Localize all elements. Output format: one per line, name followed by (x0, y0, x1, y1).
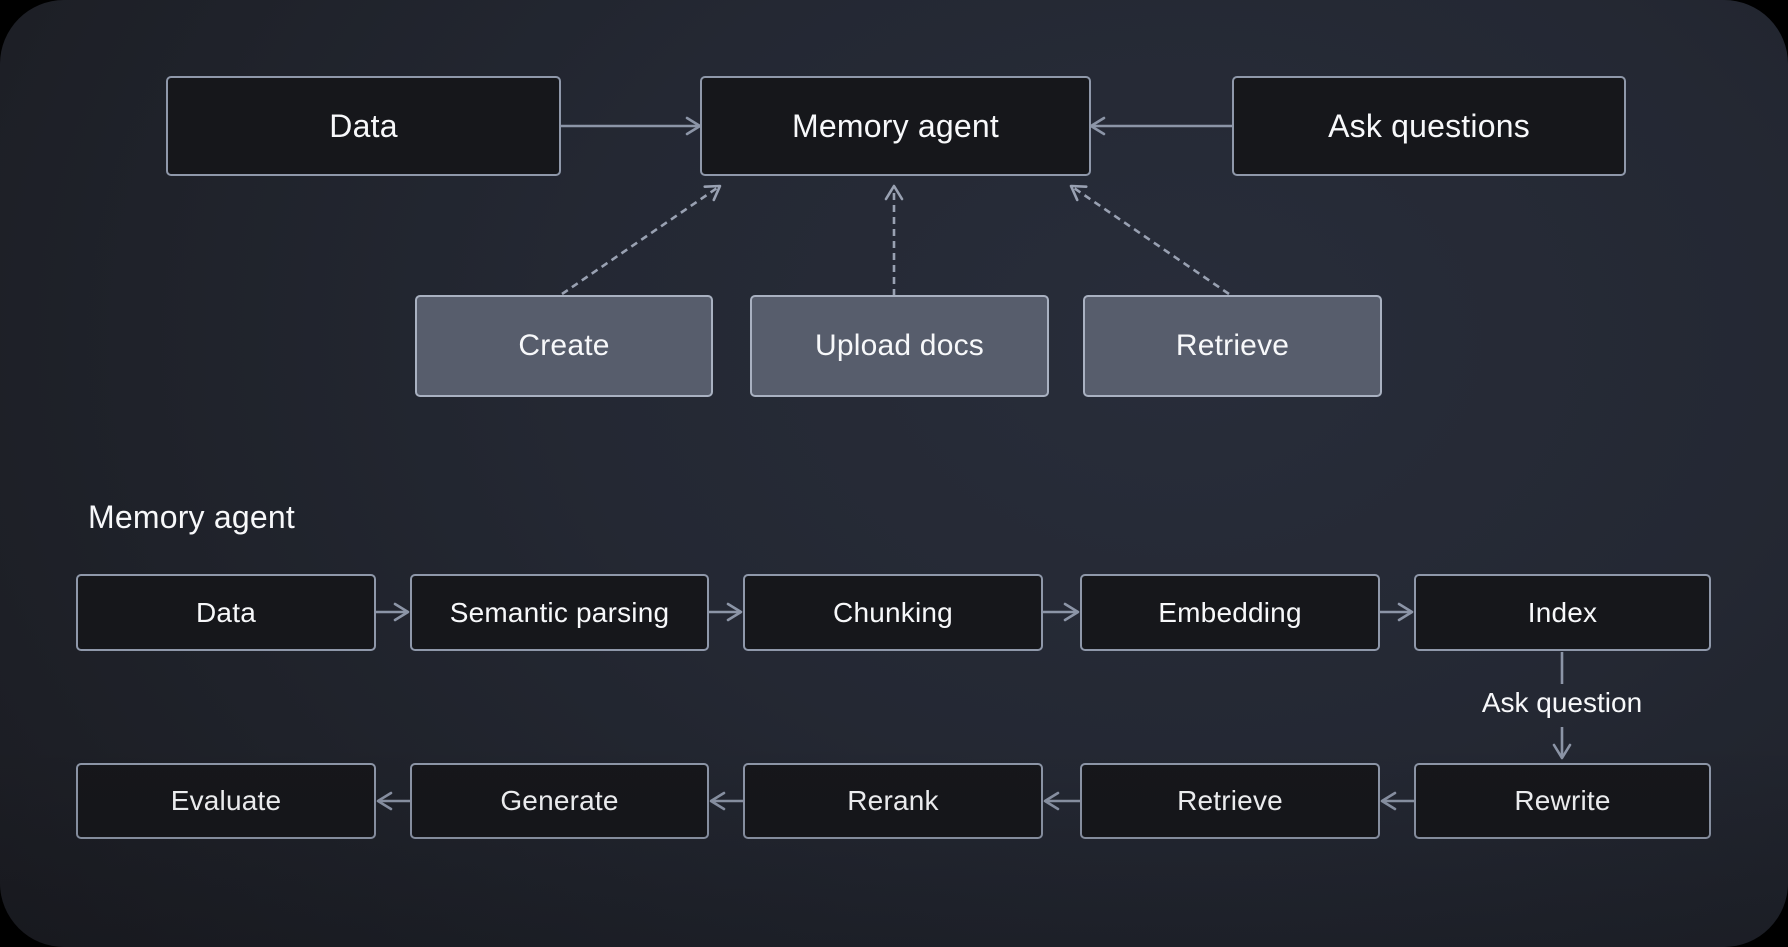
node-ask-questions: Ask questions (1232, 76, 1626, 176)
section-title-memory-agent: Memory agent (88, 499, 295, 535)
node-upload-docs-action: Upload docs (750, 295, 1049, 397)
node-pipeline-data: Data (76, 574, 376, 651)
arrow-create-to-memory-agent (561, 184, 722, 296)
node-rerank: Rerank (743, 763, 1043, 839)
node-create-action: Create (415, 295, 713, 397)
node-embedding: Embedding (1080, 574, 1380, 651)
node-memory-agent: Memory agent (700, 76, 1091, 176)
node-data-source: Data (166, 76, 561, 176)
node-retrieve-action: Retrieve (1083, 295, 1382, 397)
node-retrieve: Retrieve (1080, 763, 1380, 839)
node-semantic-parsing: Semantic parsing (410, 574, 709, 651)
arrow-retrieve-to-memory-agent (1069, 184, 1230, 296)
node-chunking: Chunking (743, 574, 1043, 651)
node-generate: Generate (410, 763, 709, 839)
node-rewrite: Rewrite (1414, 763, 1711, 839)
ask-question-label: Ask question (1481, 687, 1643, 718)
node-evaluate: Evaluate (76, 763, 376, 839)
node-index: Index (1414, 574, 1711, 651)
